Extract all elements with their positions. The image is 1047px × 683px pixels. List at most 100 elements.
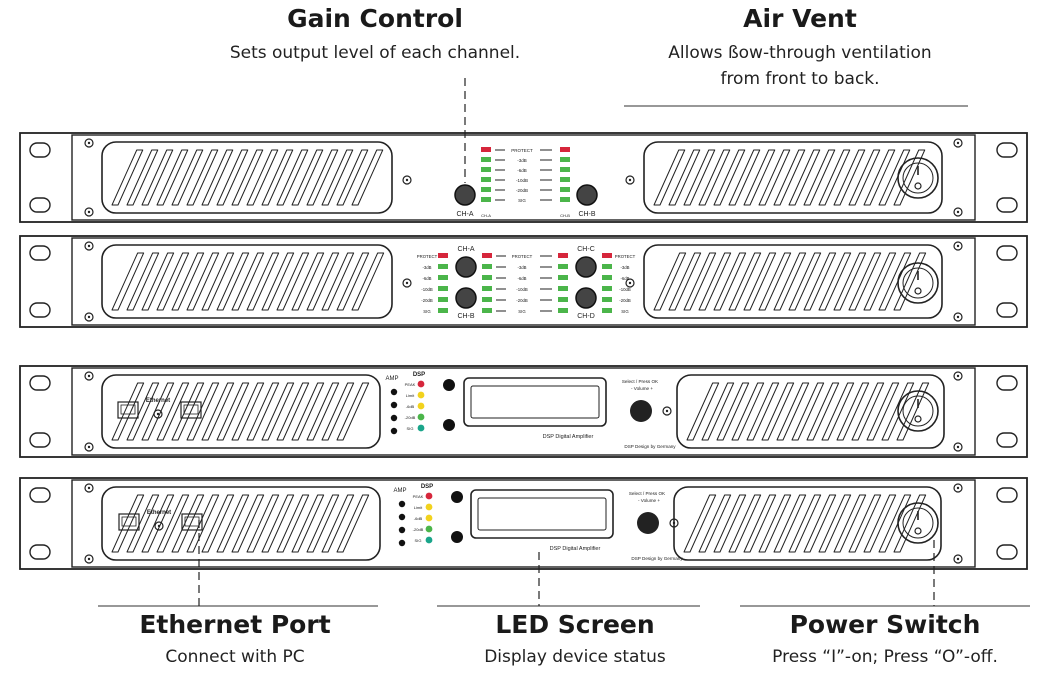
vent-slot bbox=[743, 252, 777, 311]
vent-slot bbox=[216, 494, 250, 553]
channel-label: CH-D bbox=[577, 313, 595, 320]
level-led bbox=[482, 286, 492, 291]
vent-slot bbox=[683, 149, 716, 206]
level-led bbox=[482, 275, 492, 280]
vent-slot bbox=[866, 382, 900, 441]
meter-label: -3dB bbox=[422, 265, 431, 270]
mount-slot bbox=[996, 142, 1018, 158]
dsp-indicator-label: Limit bbox=[414, 505, 423, 510]
vent-slot bbox=[261, 252, 295, 311]
level-led bbox=[481, 157, 491, 162]
vent-slot bbox=[246, 382, 280, 441]
vent-slot bbox=[291, 382, 325, 441]
vent-slot bbox=[291, 252, 325, 311]
vent-slot bbox=[231, 149, 264, 206]
vent-slot bbox=[336, 382, 370, 441]
vent-slot bbox=[746, 382, 780, 441]
screw-dot bbox=[956, 315, 960, 319]
level-led bbox=[438, 286, 448, 291]
vent-slot bbox=[306, 382, 340, 441]
level-led bbox=[482, 264, 492, 269]
dsp-indicator-led bbox=[417, 424, 425, 432]
level-led bbox=[602, 286, 612, 291]
screw-dot bbox=[87, 141, 91, 145]
level-led bbox=[438, 253, 448, 258]
screw-dot bbox=[956, 445, 960, 449]
mount-slot bbox=[29, 544, 51, 560]
meter-label: -20dB bbox=[619, 298, 631, 303]
vent-slot bbox=[186, 382, 220, 441]
vent-slot bbox=[201, 149, 234, 206]
meter-label: SIG bbox=[518, 309, 526, 314]
volume-label: - Volume + bbox=[631, 386, 653, 391]
amp-indicator-led bbox=[390, 414, 398, 422]
vent-slot bbox=[728, 494, 762, 553]
screw-dot bbox=[956, 141, 960, 145]
power-off-mark bbox=[914, 287, 922, 295]
gain-control-title: Gain Control bbox=[287, 4, 463, 33]
vent-slot bbox=[321, 382, 355, 441]
vent-slot bbox=[881, 382, 915, 441]
vent-slot bbox=[276, 494, 310, 553]
ethernet-port-title: Ethernet Port bbox=[139, 610, 331, 639]
power-switch bbox=[897, 157, 939, 199]
meter-label: SIG bbox=[621, 309, 629, 314]
vent-slot bbox=[261, 494, 295, 553]
level-led bbox=[602, 275, 612, 280]
mount-slot bbox=[29, 375, 51, 391]
vent-frame bbox=[101, 486, 381, 561]
meter-label: -6dB bbox=[620, 276, 629, 281]
vent-slot bbox=[216, 149, 249, 206]
select-label: Select / Press OK bbox=[622, 379, 659, 384]
vent-slot bbox=[713, 494, 747, 553]
rack-ear-frame bbox=[19, 477, 1028, 570]
vent-slot bbox=[291, 494, 325, 553]
vent-slot bbox=[821, 382, 855, 441]
meter-label: -3dB bbox=[517, 158, 527, 163]
rack-ear-frame bbox=[19, 365, 1028, 458]
level-led bbox=[558, 297, 568, 302]
select-label: Select / Press OK bbox=[629, 491, 666, 496]
vent-slot bbox=[321, 494, 355, 553]
vent-slot bbox=[896, 382, 930, 441]
screw bbox=[953, 312, 963, 322]
screw bbox=[953, 207, 963, 217]
dsp-indicator-label: SIG bbox=[407, 426, 414, 431]
screw-dot bbox=[87, 486, 91, 490]
vent-slot bbox=[776, 382, 810, 441]
dsp-indicator-led bbox=[417, 391, 425, 399]
dsp-indicator-led bbox=[417, 380, 425, 388]
gain-knob bbox=[454, 184, 476, 206]
amp-indicator-led bbox=[398, 513, 406, 521]
screw bbox=[953, 442, 963, 452]
screw bbox=[84, 241, 94, 251]
screw-dot bbox=[665, 409, 669, 413]
power-switch-title: Power Switch bbox=[789, 610, 981, 639]
vent-slot bbox=[788, 252, 822, 311]
level-led bbox=[560, 157, 570, 162]
dsp-indicator-label: Limit bbox=[406, 393, 415, 398]
screen-caption: DSP Digital Amplifier bbox=[543, 434, 594, 440]
vent-slot bbox=[351, 252, 385, 311]
power-switch-inner bbox=[902, 395, 934, 427]
mount-slot bbox=[29, 197, 51, 213]
screw bbox=[402, 175, 412, 185]
led-screen-glass bbox=[477, 497, 607, 531]
screw-dot bbox=[156, 412, 160, 416]
screw-dot bbox=[956, 557, 960, 561]
vent-slot bbox=[261, 382, 295, 441]
vent-slot bbox=[803, 252, 837, 311]
level-led bbox=[482, 308, 492, 313]
power-switch-ring bbox=[897, 502, 939, 544]
dsp-button bbox=[443, 379, 455, 391]
screw bbox=[953, 241, 963, 251]
meter-label: PROTECT bbox=[615, 254, 636, 259]
mount-slot bbox=[29, 142, 51, 158]
screw bbox=[153, 409, 163, 419]
vent-slot bbox=[186, 149, 219, 206]
vent-slot bbox=[803, 494, 837, 553]
level-led bbox=[481, 177, 491, 182]
